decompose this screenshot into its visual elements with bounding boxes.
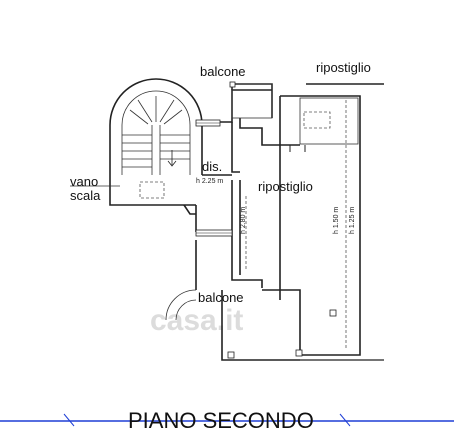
footer: PIANO SECONDO (0, 408, 454, 433)
height-guides (245, 100, 347, 350)
vano-scala-area (70, 175, 196, 206)
label-ripostiglio-main: ripostiglio (258, 179, 313, 194)
footer-tick-left (63, 413, 75, 427)
label-dis: dis. (202, 159, 222, 174)
openings (195, 119, 306, 237)
height-lower: h 1.25 m (349, 207, 356, 234)
label-balcone-bottom: balcone (198, 290, 244, 305)
height-low: h 1.50 m (333, 207, 340, 234)
label-vano: vano (70, 174, 98, 189)
watermark-text: casa.it (150, 304, 243, 337)
height-dis: h 2.25 m (196, 178, 223, 185)
ripostiglio-top-closet (299, 97, 359, 145)
label-scala: scala (70, 188, 101, 203)
balcone-bottom (165, 289, 384, 361)
label-ripostiglio-top: ripostiglio (316, 60, 371, 75)
label-balcone-top: balcone (200, 64, 246, 79)
balcone-top (229, 81, 273, 119)
height-corridor: h 2.80 m (240, 207, 247, 234)
staircase (109, 78, 203, 175)
page-title: PIANO SECONDO (128, 408, 314, 433)
footer-tick-right (339, 413, 351, 427)
